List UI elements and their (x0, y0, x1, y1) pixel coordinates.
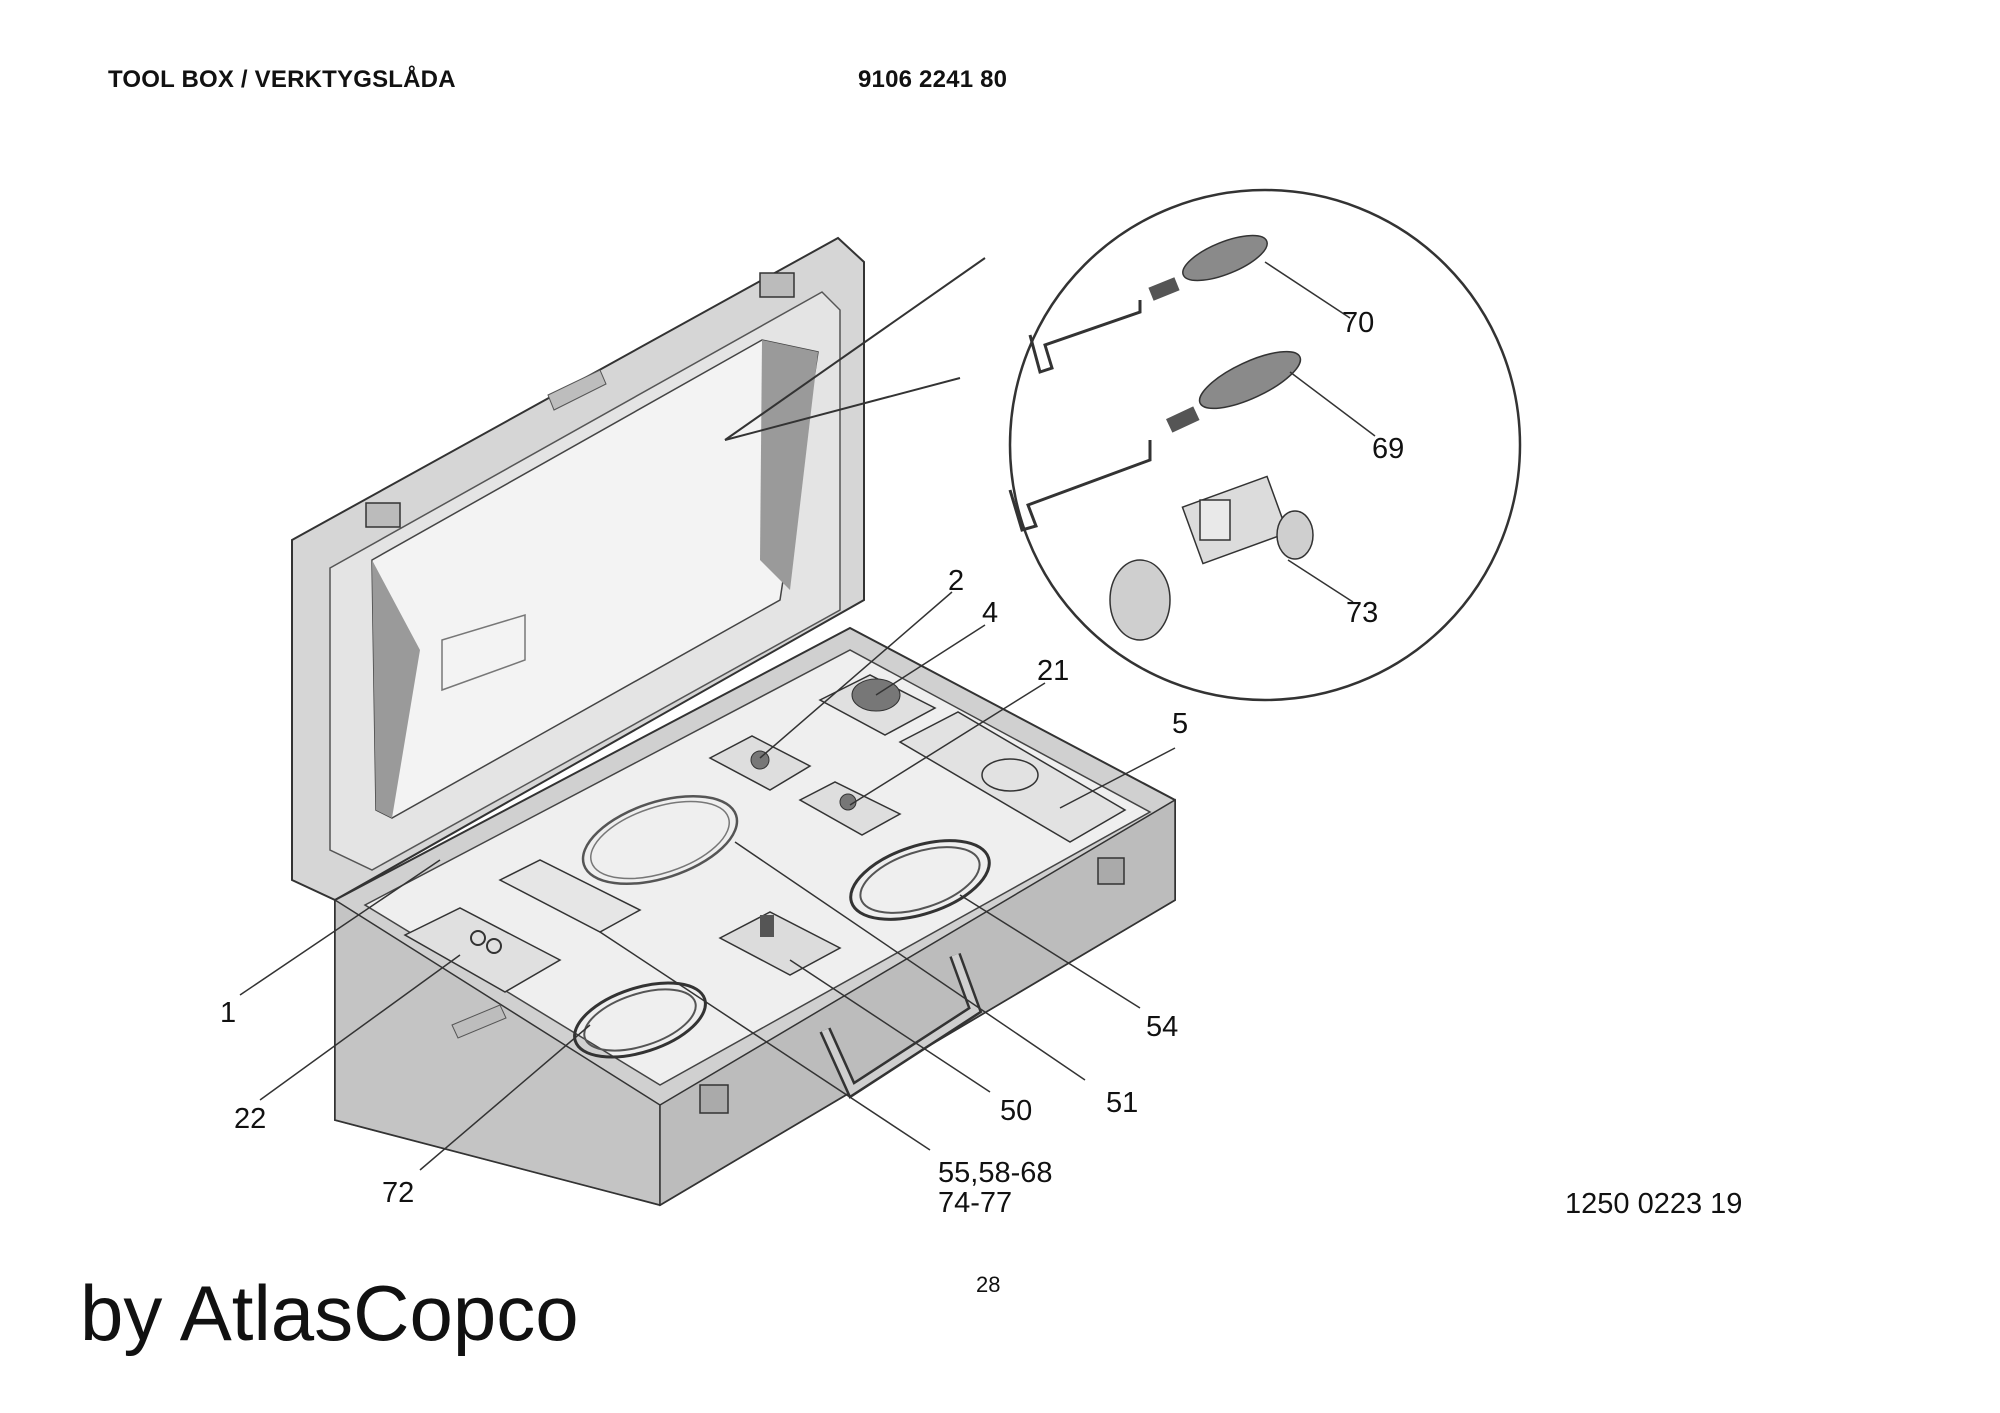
callout-50: 50 (1000, 1095, 1032, 1127)
callout-74-77: 74-77 (938, 1187, 1012, 1219)
watermark-text: by AtlasCopco (80, 1269, 579, 1357)
callout-4: 4 (982, 597, 998, 629)
leader-lines (239, 261, 1376, 1171)
callout-5: 5 (1172, 708, 1188, 740)
callout-54: 54 (1146, 1011, 1178, 1043)
callout-70: 70 (1342, 307, 1374, 339)
part-number: 9106 2241 80 (858, 66, 1008, 93)
document-title: TOOL BOX / VERKTYGSLÅDA (108, 66, 456, 93)
callout-21: 21 (1037, 655, 1069, 687)
detail-zoom-bubble (724, 188, 1522, 702)
case-lid (291, 236, 865, 902)
callout-labels: 70 69 73 2 4 21 5 1 22 72 55,58-68 74-77… (220, 307, 1404, 1219)
callout-69: 69 (1372, 433, 1404, 465)
callout-73: 73 (1346, 597, 1378, 629)
callout-2: 2 (948, 565, 964, 597)
callout-22: 22 (234, 1103, 266, 1135)
callout-51: 51 (1106, 1087, 1138, 1119)
page-number: 28 (976, 1272, 1001, 1297)
callout-55-58-68: 55,58-68 (938, 1157, 1053, 1189)
callout-72: 72 (382, 1177, 414, 1209)
tray-items (403, 674, 1127, 1059)
drawing-reference-number: 1250 0223 19 (1565, 1188, 1743, 1220)
callout-1: 1 (220, 997, 236, 1029)
